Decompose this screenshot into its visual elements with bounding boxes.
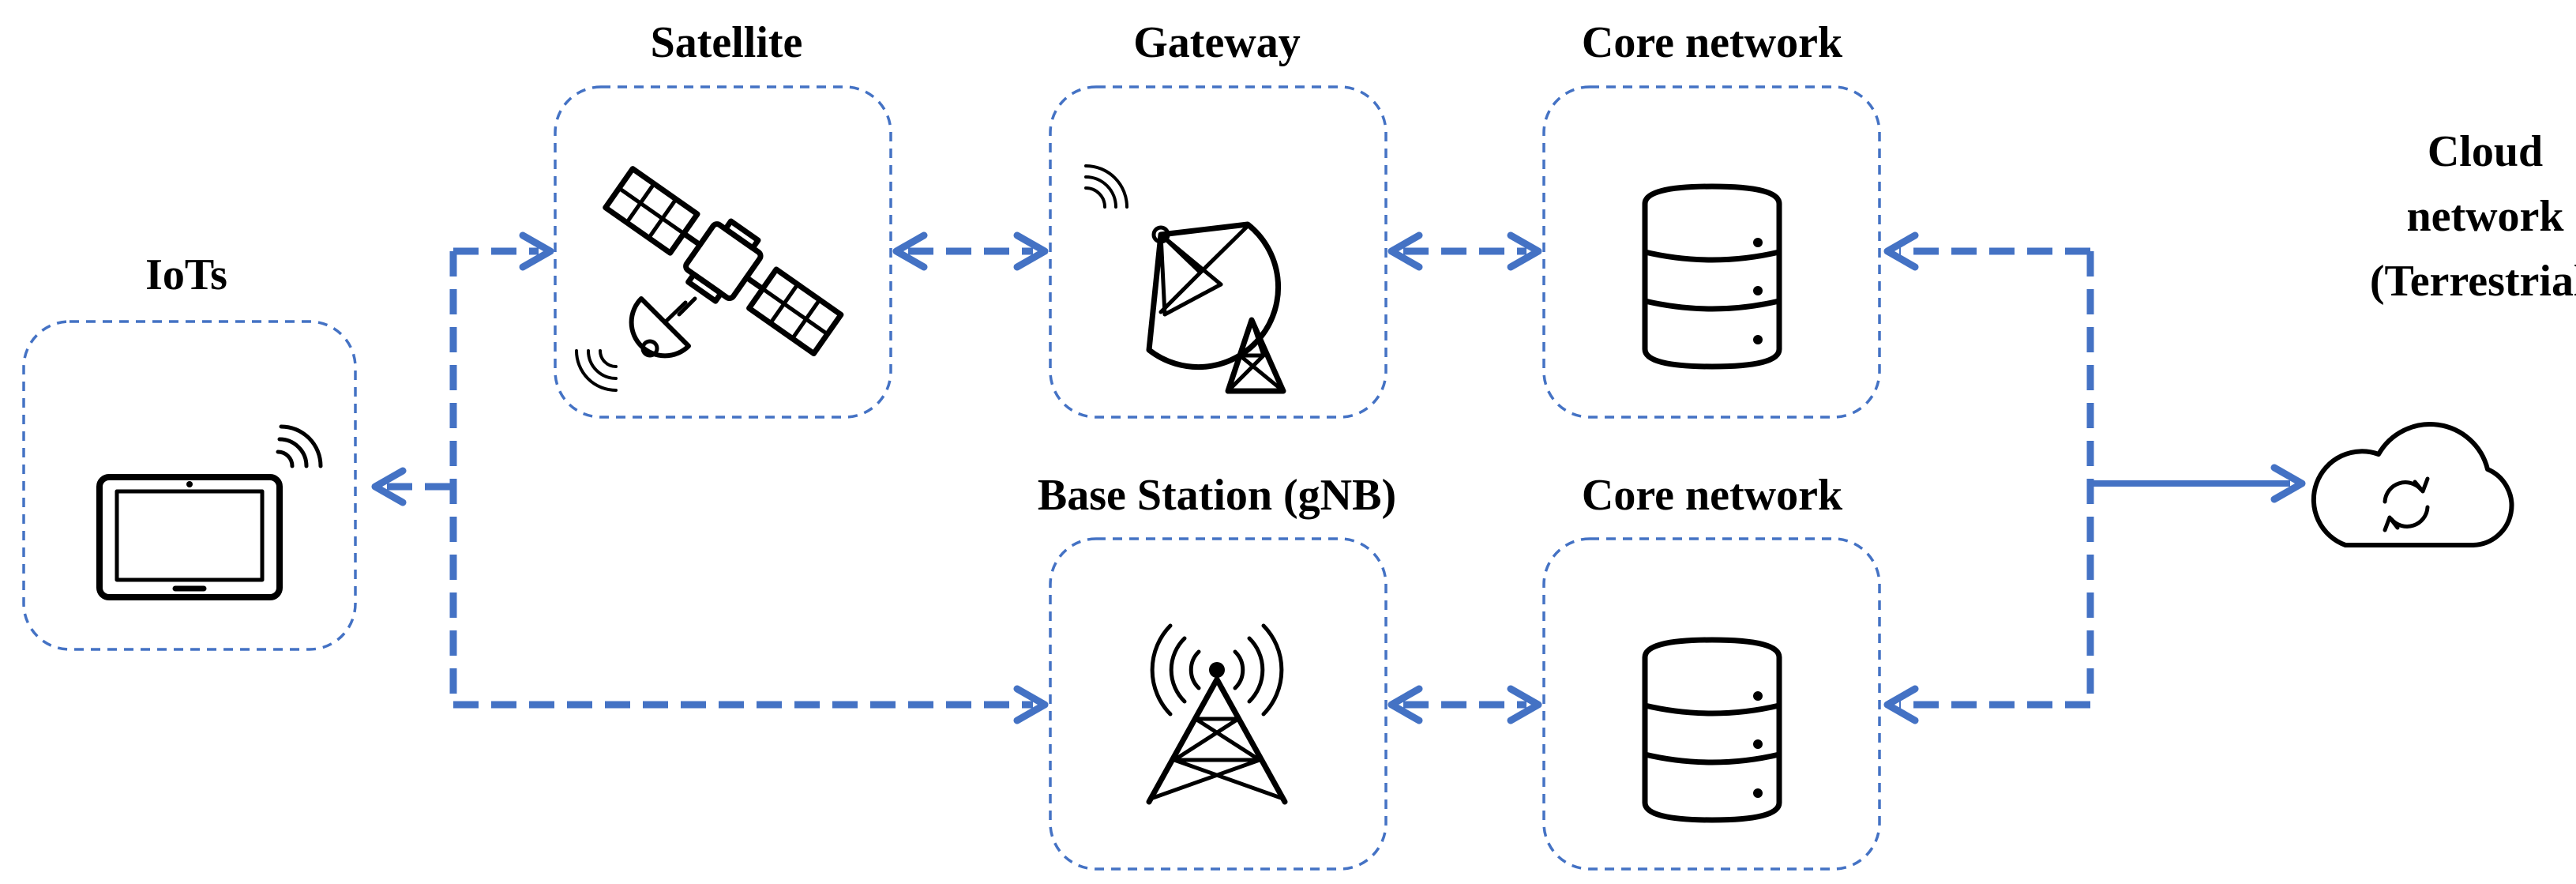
iot-box [22,320,357,651]
satellite-box [554,85,892,419]
label-core-network-top: Core network [1582,18,1843,67]
cloud-sync-icon [2311,422,2514,547]
label-iot: IoTs [145,250,227,299]
iot-connector [371,251,457,705]
label-cloud-line-2: network [2406,192,2564,241]
database-icon-bottom [1642,637,1782,823]
core-network-top-box [1542,85,1881,419]
arrow-satellite-gateway [892,231,1049,271]
database-icon-top [1642,183,1782,370]
arrow-iot-to-satellite [453,231,554,271]
tablet-icon [96,424,323,600]
arrow-gateway-core-top [1388,231,1542,271]
cloud-to-core-connector [1883,231,2094,724]
label-base-station: Base Station (gNB) [1038,471,1396,520]
label-cloud-line-1: Cloud [2428,127,2543,176]
satellite-dish-icon [1084,164,1286,394]
label-gateway: Gateway [1133,18,1301,67]
core-network-bottom-box [1542,537,1881,871]
arrow-iot-to-base-station [453,685,1049,724]
label-core-network-bottom: Core network [1582,471,1843,520]
satellite-icon [603,166,844,356]
label-satellite: Satellite [651,18,803,67]
label-cloud-line-3: (Terrestrial) [2370,257,2576,306]
arrow-to-cloud [2090,464,2306,503]
cell-tower-icon [1146,623,1288,805]
gateway-box [1049,85,1388,419]
base-station-box [1049,537,1388,871]
arrow-base-station-core-bottom [1388,685,1542,724]
satellite-dish-small-icon [575,296,697,392]
